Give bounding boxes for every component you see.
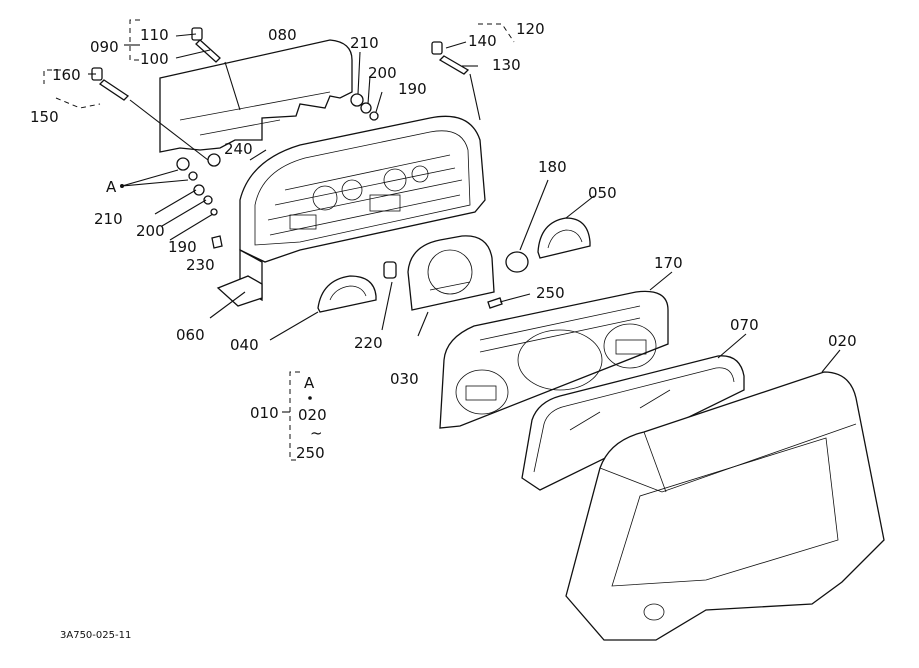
part-070-glass: [521, 333, 747, 491]
label-080: 080: [268, 26, 297, 44]
label-A-left: A: [106, 178, 117, 196]
label-190-top: 190: [398, 80, 427, 98]
leader-lines: [88, 33, 478, 161]
label-A-legend: A: [304, 374, 315, 392]
part-030-main-meter: [407, 235, 495, 337]
label-170: 170: [654, 254, 683, 272]
part-hardware-left: [120, 153, 223, 249]
group-brackets: [43, 19, 515, 461]
label-010: 010: [250, 404, 279, 422]
label-020-legend: 020: [298, 406, 327, 424]
part-220-socket: [381, 261, 397, 331]
label-230: 230: [186, 256, 215, 274]
label-250-legend: 250: [296, 444, 325, 462]
label-120: 120: [516, 20, 545, 38]
label-040: 040: [230, 336, 259, 354]
callout-labels: 080 110 090 100 160 150 210 200 190 140 …: [30, 20, 857, 641]
part-080-cover: [159, 39, 353, 153]
label-090: 090: [90, 38, 119, 56]
label-060: 060: [176, 326, 205, 344]
reference-code: 3A750-025-11: [60, 630, 131, 641]
label-070: 070: [730, 316, 759, 334]
legend-dot: [308, 396, 312, 400]
part-250-screw: [487, 293, 531, 309]
label-100: 100: [140, 50, 169, 68]
part-050-gauge: [537, 195, 595, 259]
label-200-top: 200: [368, 64, 397, 82]
label-200-left: 200: [136, 222, 165, 240]
label-030: 030: [390, 370, 419, 388]
part-180-cap: [505, 179, 549, 273]
part-040-gauge: [269, 275, 377, 341]
label-210-left: 210: [94, 210, 123, 228]
label-150: 150: [30, 108, 59, 126]
label-160: 160: [52, 66, 81, 84]
label-250-right: 250: [536, 284, 565, 302]
label-130: 130: [492, 56, 521, 74]
label-240: 240: [224, 140, 253, 158]
label-210-top: 210: [350, 34, 379, 52]
label-110: 110: [140, 26, 169, 44]
label-180: 180: [538, 158, 567, 176]
part-170-face-plate: [439, 271, 673, 429]
label-190-left: 190: [168, 238, 197, 256]
part-020-housing: [565, 349, 885, 641]
label-220: 220: [354, 334, 383, 352]
label-020-right: 020: [828, 332, 857, 350]
label-140: 140: [468, 32, 497, 50]
label-050: 050: [588, 184, 617, 202]
label-tilde: ~: [310, 424, 323, 442]
part-060-bracket: [209, 275, 263, 319]
